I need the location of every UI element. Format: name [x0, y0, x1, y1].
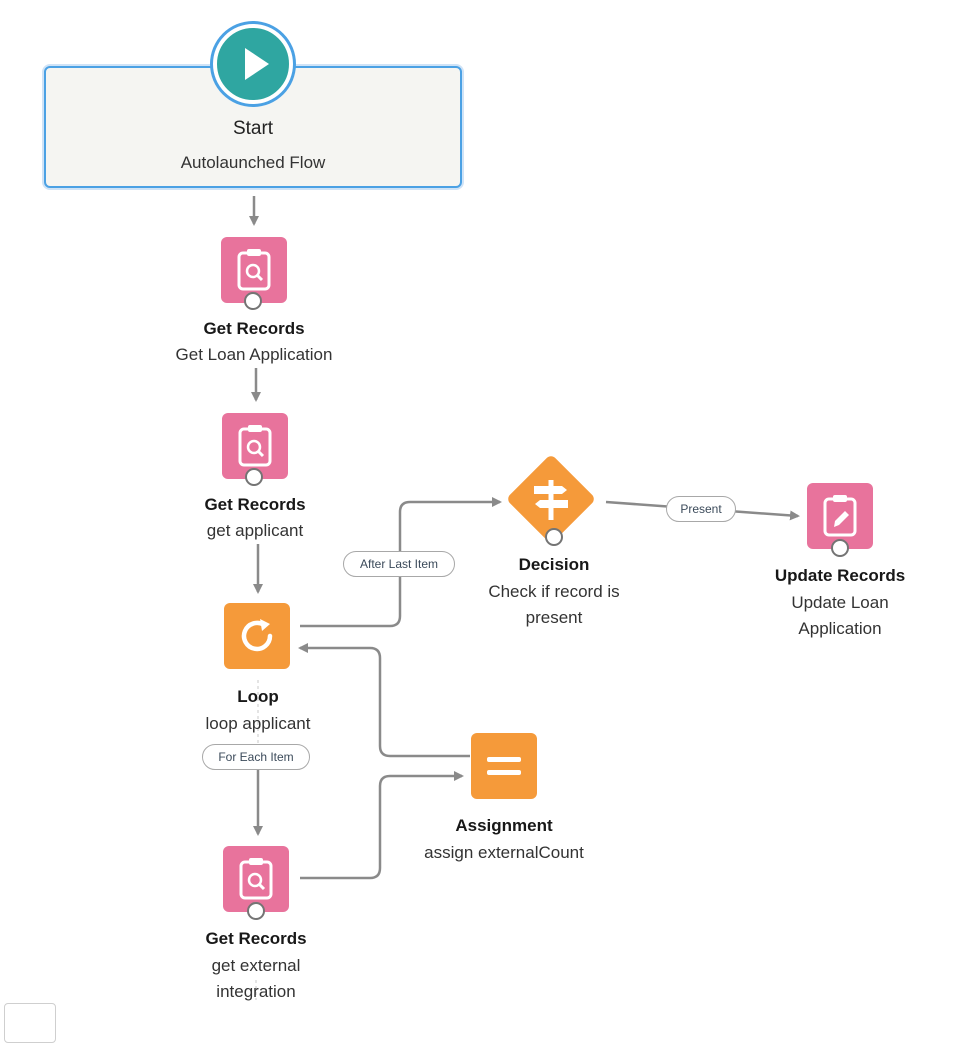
- get-external-integration-node[interactable]: [223, 846, 289, 912]
- update-loan-application-label-line-1: Update Loan: [791, 593, 889, 612]
- get-applicant-handle[interactable]: [245, 468, 263, 486]
- decision-label-line-2: present: [525, 608, 583, 627]
- assignment-node[interactable]: [471, 733, 537, 799]
- canvas-zoom-control[interactable]: [4, 1003, 56, 1043]
- update-loan-application-label-line-2: Application: [798, 619, 882, 638]
- start-node-circle[interactable]: [213, 24, 293, 104]
- play-icon: [245, 48, 269, 80]
- get-applicant-type: Get Records: [204, 495, 306, 514]
- assignment-label: assign externalCount: [424, 843, 584, 862]
- decision-icon: [534, 480, 568, 520]
- update-loan-application-node[interactable]: [807, 483, 873, 549]
- loop-label: loop applicant: [205, 714, 311, 733]
- loop-icon: [241, 619, 273, 652]
- get-external-integration-label-line-1: get external: [211, 956, 301, 975]
- get-loan-application-type: Get Records: [203, 319, 305, 338]
- get-records-icon: [237, 249, 271, 291]
- get-loan-application-label: Get Loan Application: [175, 345, 333, 364]
- get-external-integration-handle[interactable]: [247, 902, 265, 920]
- get-records-icon: [239, 858, 273, 900]
- start-title: Start: [232, 118, 274, 139]
- start-subtitle: Autolaunched Flow: [180, 153, 326, 172]
- get-records-icon: [238, 425, 272, 467]
- connector-label-for-each-item[interactable]: For Each Item: [202, 744, 310, 770]
- connector-get-external-to-assignment: [300, 771, 464, 880]
- decision-handle[interactable]: [545, 528, 563, 546]
- decision-type: Decision: [518, 555, 590, 574]
- get-external-integration-type: Get Records: [205, 929, 307, 948]
- update-records-icon: [823, 495, 857, 537]
- loop-node[interactable]: [224, 603, 290, 669]
- loop-type: Loop: [237, 687, 279, 706]
- connector-label-present[interactable]: Present: [666, 496, 736, 522]
- get-external-integration-label-line-2: integration: [216, 982, 296, 1001]
- update-loan-application-handle[interactable]: [831, 539, 849, 557]
- assignment-type: Assignment: [455, 816, 553, 835]
- get-loan-application-handle[interactable]: [244, 292, 262, 310]
- get-applicant-label: get applicant: [206, 521, 304, 540]
- connector-label-after-last-item[interactable]: After Last Item: [343, 551, 455, 577]
- update-loan-application-type: Update Records: [774, 566, 906, 585]
- connector-assignment-back-to-loop: [298, 643, 470, 758]
- decision-label-line-1: Check if record is: [488, 582, 620, 601]
- assignment-icon: [487, 757, 521, 775]
